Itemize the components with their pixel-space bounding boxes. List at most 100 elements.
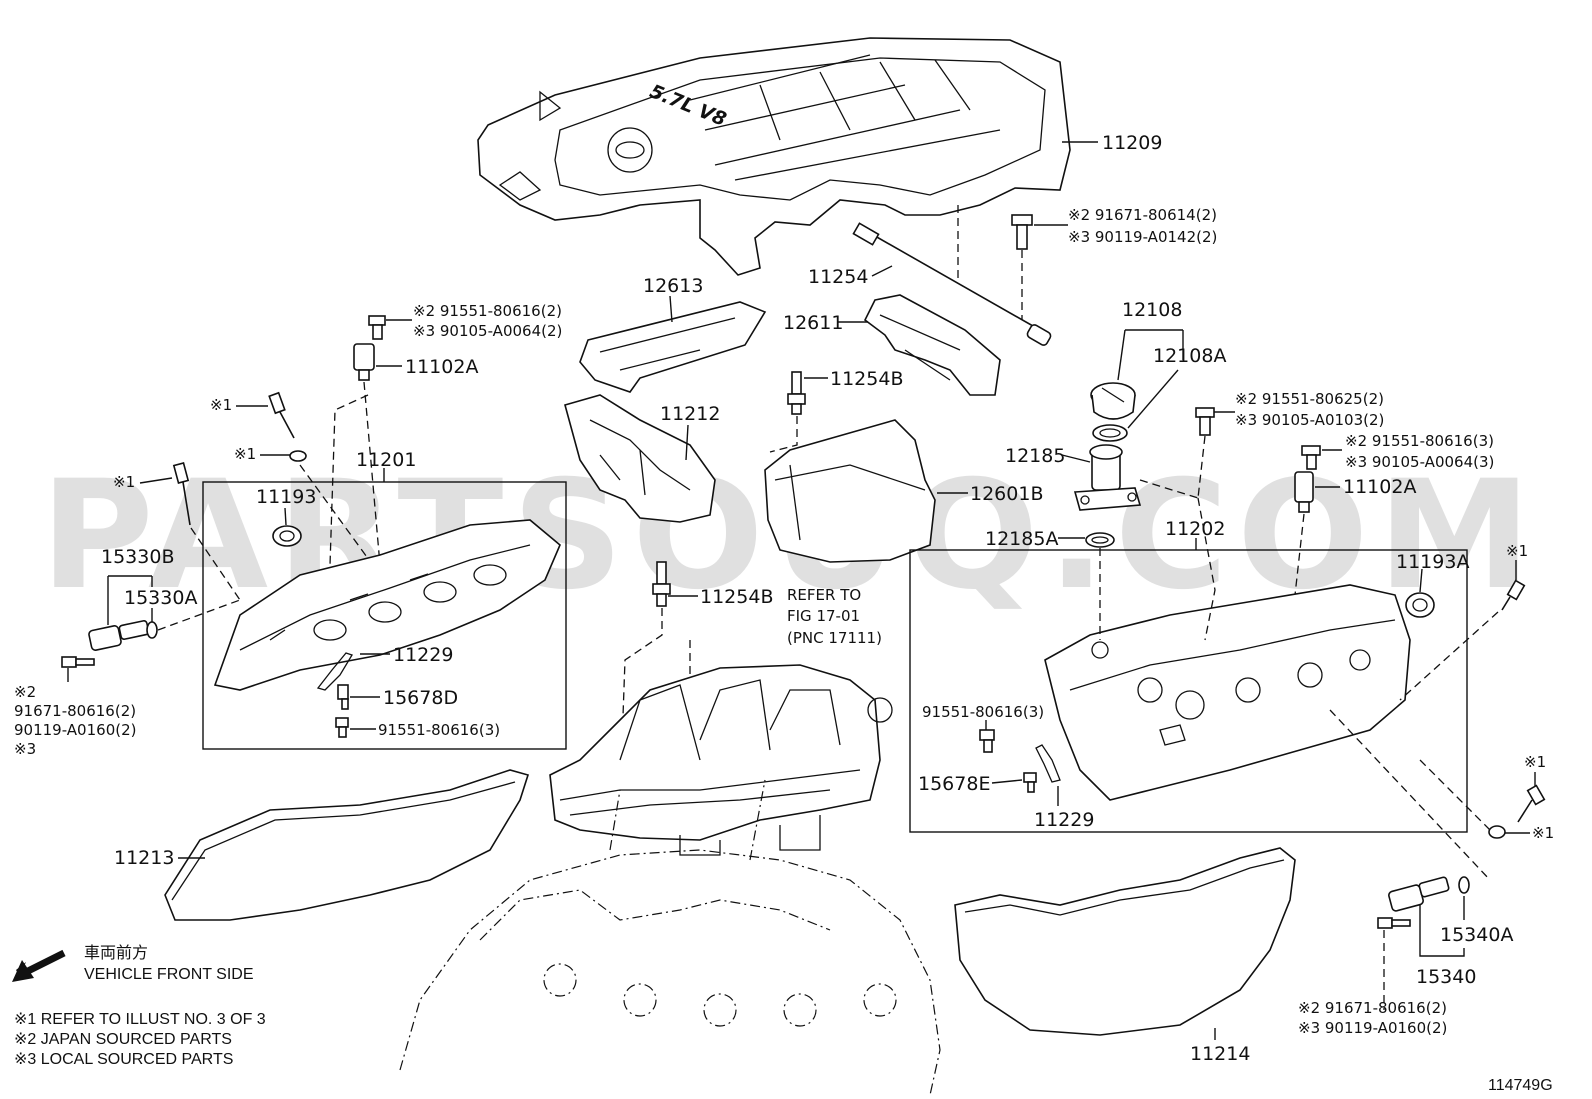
- callout-11213[interactable]: 11213: [114, 847, 174, 869]
- spec-top-right-3: ※3 90119-A0142(2): [1068, 228, 1217, 246]
- gasket-11229-right[interactable]: [1035, 744, 1061, 783]
- callout-15330B[interactable]: 15330B: [101, 546, 174, 568]
- bolt-top-right[interactable]: [1011, 214, 1033, 250]
- callout-12185[interactable]: 12185: [1005, 445, 1065, 467]
- callout-12601B[interactable]: 12601B: [970, 483, 1043, 505]
- bolt-ref-1-d[interactable]: [1501, 579, 1526, 611]
- gasket-11229-left[interactable]: [316, 652, 353, 691]
- callout-11201[interactable]: 11201: [356, 449, 416, 471]
- bolt-91551-right[interactable]: [979, 729, 995, 753]
- gasket-11214[interactable]: [954, 847, 1296, 1036]
- callout-15678D[interactable]: 15678D: [383, 687, 458, 709]
- gasket-12185A[interactable]: [1085, 532, 1115, 548]
- spec-bottom-right-3: ※3 90119-A0160(2): [1298, 1019, 1447, 1037]
- cam-sensor-11102A-left[interactable]: [353, 343, 375, 381]
- note-2: ※2 JAPAN SOURCED PARTS: [14, 1031, 232, 1048]
- refer-line-1: REFER TO: [787, 586, 861, 604]
- gasket-12108A[interactable]: [1092, 424, 1128, 442]
- callout-11102A-left[interactable]: 11102A: [405, 356, 478, 378]
- insulator-11212[interactable]: [564, 394, 716, 523]
- callout-12613[interactable]: 12613: [643, 275, 703, 297]
- spec-mid-left-3: ※3 90105-A0064(2): [413, 322, 562, 340]
- washer-ref-1-right[interactable]: [1488, 825, 1506, 839]
- washer-ref-1[interactable]: [289, 450, 307, 462]
- o-ring-15340A[interactable]: [1458, 876, 1470, 894]
- callout-11229-left[interactable]: 11229: [393, 644, 453, 666]
- callout-12108[interactable]: 12108: [1122, 299, 1182, 321]
- mark-1-f: ※1: [1532, 824, 1554, 842]
- callout-12108A[interactable]: 12108A: [1153, 345, 1226, 367]
- bracket-15678E[interactable]: [1023, 772, 1037, 793]
- gasket-11213[interactable]: [164, 769, 530, 921]
- callout-11193A[interactable]: 11193A: [1396, 551, 1469, 573]
- callout-11212[interactable]: 11212: [660, 403, 720, 425]
- bolt-right-a[interactable]: [1195, 407, 1215, 436]
- callout-15678E[interactable]: 15678E: [918, 773, 990, 795]
- insulator-12611[interactable]: [863, 294, 1001, 396]
- stud-11254[interactable]: [852, 222, 1052, 346]
- spec-top-right-2: ※2 91671-80614(2): [1068, 206, 1217, 224]
- callout-11193[interactable]: 11193: [256, 486, 316, 508]
- refer-line-2: FIG 17-01: [787, 607, 860, 625]
- stud-11254B-mid[interactable]: [652, 561, 671, 607]
- callout-11229-right[interactable]: 11229: [1034, 809, 1094, 831]
- intake-manifold-ref[interactable]: [549, 664, 893, 856]
- o-ring-15330A[interactable]: [146, 621, 158, 639]
- spec-left-bottom-4: ※3: [14, 740, 36, 758]
- front-side-en: VEHICLE FRONT SIDE: [84, 966, 254, 983]
- engine-block-ref: [399, 779, 941, 1096]
- bracket-15678D[interactable]: [337, 684, 349, 710]
- callout-12185A[interactable]: 12185A: [985, 528, 1058, 550]
- refer-line-3: (PNC 17111): [787, 629, 882, 647]
- callout-15340[interactable]: 15340: [1416, 966, 1476, 988]
- insulator-12613[interactable]: [579, 301, 767, 393]
- bolt-right-b[interactable]: [1301, 445, 1321, 470]
- callout-15340A[interactable]: 15340A: [1440, 924, 1513, 946]
- figure-code: 114749G: [1488, 1077, 1553, 1094]
- callout-11254B-top[interactable]: 11254B: [830, 368, 903, 390]
- callout-11254[interactable]: 11254: [808, 266, 868, 288]
- spec-right-a-3: ※3 90105-A0103(2): [1235, 411, 1384, 429]
- oil-filler-cap-12108[interactable]: [1090, 382, 1136, 420]
- engine-cover-11209[interactable]: 5.7L V8: [477, 37, 1071, 276]
- cam-sensor-11102A-right[interactable]: [1294, 471, 1314, 513]
- oil-seal-11193[interactable]: [272, 525, 302, 547]
- cylinder-head-cover-11201[interactable]: [213, 519, 561, 691]
- callout-12611[interactable]: 12611: [783, 312, 843, 334]
- bolt-ref-1-a[interactable]: [268, 391, 295, 439]
- front-arrow-icon: [12, 949, 66, 982]
- spec-right-a-2: ※2 91551-80625(2): [1235, 390, 1384, 408]
- oil-seal-11193A[interactable]: [1405, 592, 1435, 618]
- bolt-91551-left[interactable]: [335, 717, 349, 738]
- bolt-ref-1-e[interactable]: [1517, 784, 1546, 823]
- bolt-mid-left[interactable]: [368, 315, 386, 340]
- spec-left-bottom-3: 90119-A0160(2): [14, 721, 136, 739]
- note-1: ※1 REFER TO ILLUST NO. 3 OF 3: [14, 1011, 266, 1028]
- ocv-15340[interactable]: [1388, 876, 1450, 912]
- callout-11209[interactable]: 11209: [1102, 132, 1162, 154]
- callout-11254B-mid[interactable]: 11254B: [700, 586, 773, 608]
- callout-11214[interactable]: 11214: [1190, 1043, 1250, 1065]
- spec-bottom-right-2: ※2 91671-80616(2): [1298, 999, 1447, 1017]
- bolt-bottom-right[interactable]: [1377, 917, 1411, 929]
- mark-1-c: ※1: [113, 473, 135, 491]
- bolt-ref-1-c[interactable]: [172, 462, 191, 526]
- mark-1-d: ※1: [1506, 542, 1528, 560]
- callout-91551-right[interactable]: 91551-80616(3): [922, 703, 1044, 721]
- cylinder-head-cover-11202[interactable]: [1044, 584, 1411, 801]
- ocv-15330B[interactable]: [88, 620, 150, 651]
- callout-15330A[interactable]: 15330A: [124, 587, 197, 609]
- stud-11254B-top[interactable]: [787, 371, 806, 415]
- callout-11102A-right[interactable]: 11102A: [1343, 476, 1416, 498]
- callout-91551-left[interactable]: 91551-80616(3): [378, 721, 500, 739]
- insulator-12601B[interactable]: [764, 419, 936, 563]
- oil-filler-pipe-12185[interactable]: [1073, 444, 1142, 511]
- spec-left-bottom-2: 91671-80616(2): [14, 702, 136, 720]
- mark-1-b: ※1: [234, 445, 256, 463]
- front-side-jp: 車両前方: [84, 944, 148, 962]
- spec-right-b-2: ※2 91551-80616(3): [1345, 432, 1494, 450]
- callout-11202[interactable]: 11202: [1165, 518, 1225, 540]
- bolt-left-bottom[interactable]: [61, 656, 95, 668]
- mark-1-e: ※1: [1524, 753, 1546, 771]
